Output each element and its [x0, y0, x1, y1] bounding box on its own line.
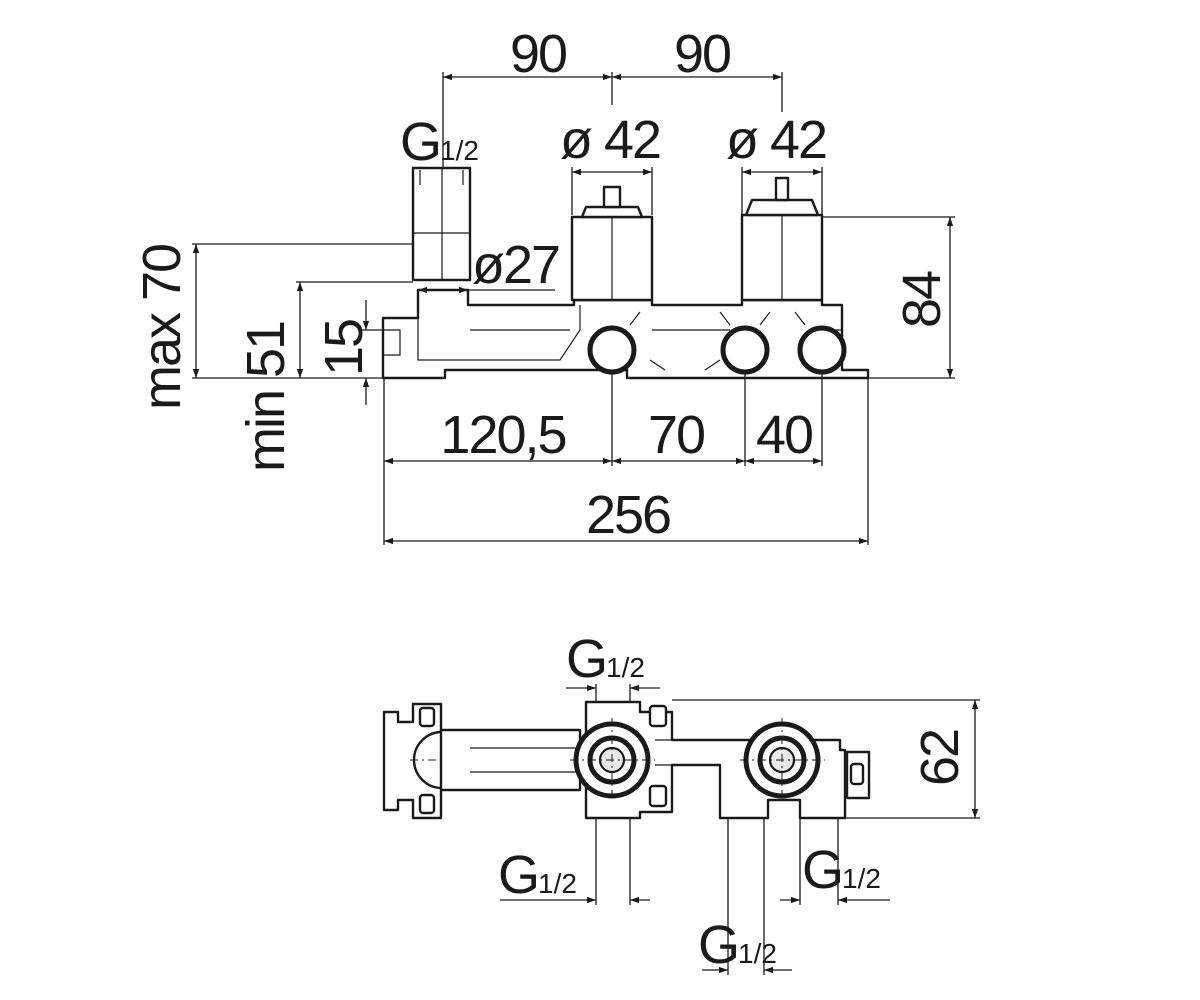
dia-42-left-label: ø 42 — [560, 110, 660, 170]
plan-view: G 1/2 — [382, 629, 980, 975]
plan-thread-bottom-g: G — [698, 915, 738, 975]
dim-max-70-label: max 70 — [132, 245, 192, 410]
dim-90-left-label: 90 — [510, 24, 566, 84]
dia-27-label: ø27 — [472, 235, 559, 295]
dim-40-label: 40 — [756, 405, 812, 465]
side-view: 90 90 G 1/2 ø 42 ø 42 — [132, 24, 955, 545]
plan-thread-top-g: G — [566, 629, 606, 689]
dim-84-label: 84 — [892, 271, 952, 328]
outlet-ring-mid — [720, 325, 770, 375]
mounting-bracket-left — [382, 702, 443, 820]
plan-thread-top-frac: 1/2 — [606, 652, 645, 683]
dim-min-51-label: min 51 — [236, 322, 296, 472]
dim-90-right-label: 90 — [674, 24, 730, 84]
plan-thread-left-g: G — [498, 845, 538, 905]
plan-thread-right-frac: 1/2 — [842, 863, 881, 894]
dim-120-5-label: 120,5 — [440, 405, 565, 465]
dim-70-label: 70 — [648, 405, 704, 465]
outlet-ring-left — [587, 325, 637, 375]
plan-thread-right-g: G — [802, 840, 842, 900]
dim-256-label: 256 — [586, 485, 670, 545]
outlet-ring-right — [797, 325, 847, 375]
thread-top-frac: 1/2 — [440, 135, 479, 166]
dim-62-label: 62 — [910, 730, 970, 786]
dia-42-right-label: ø 42 — [726, 110, 826, 170]
dim-15-label: 15 — [314, 320, 374, 376]
plan-thread-left-frac: 1/2 — [538, 868, 577, 899]
plan-thread-bottom-frac: 1/2 — [738, 938, 777, 969]
thread-top-g: G — [400, 112, 440, 172]
